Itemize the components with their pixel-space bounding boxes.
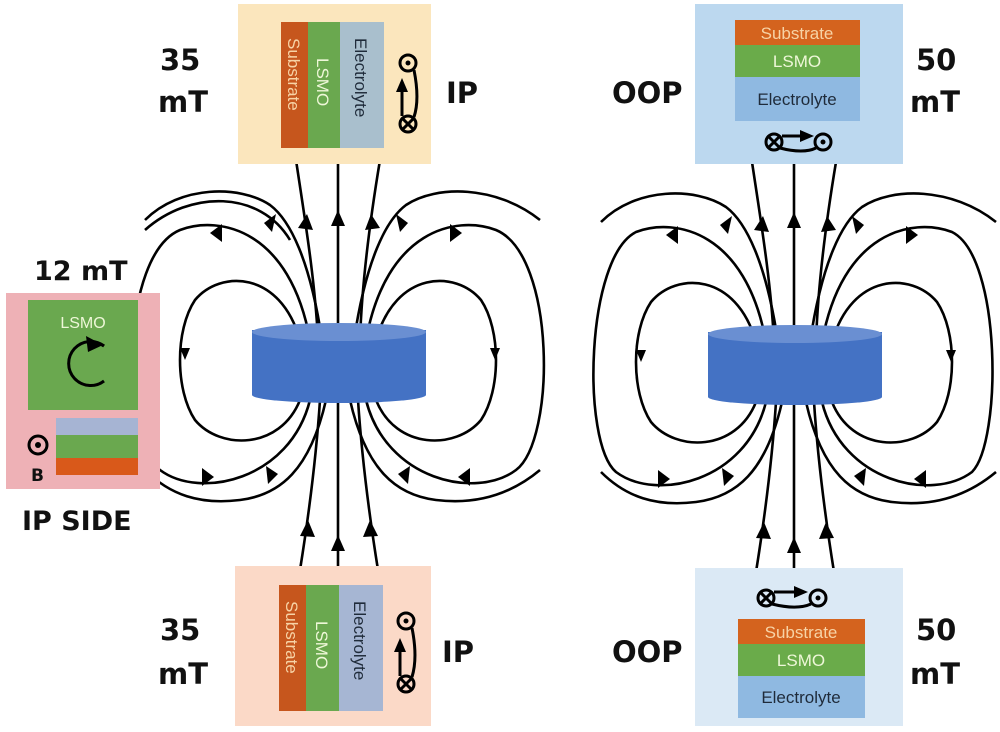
right-bottom-field-value: 50 xyxy=(916,613,956,647)
left-top-field-unit: mT xyxy=(158,85,208,119)
substrate-layer xyxy=(281,22,308,148)
substrate-label: Substrate xyxy=(282,601,301,674)
side-field-label: 12 mT xyxy=(34,256,128,287)
substrate-label: Substrate xyxy=(761,24,834,43)
field-symbol-label: B xyxy=(31,466,44,486)
left-top-orientation-label: IP xyxy=(446,76,478,110)
left-magnet xyxy=(252,323,426,403)
substrate-stripe xyxy=(56,458,138,475)
electrolyte-layer xyxy=(340,22,384,148)
lsmo-layer xyxy=(738,644,865,676)
left-bottom-field-value: 35 xyxy=(160,613,200,647)
substrate-label: Substrate xyxy=(284,38,303,111)
left-bottom-orientation-label: IP xyxy=(442,635,474,669)
left-top-sample: Substrate LSMO Electrolyte xyxy=(238,4,431,164)
lsmo-layer xyxy=(306,585,339,711)
substrate-layer xyxy=(279,585,306,711)
lsmo-top-view xyxy=(28,300,138,410)
lsmo-label: LSMO xyxy=(777,651,825,670)
substrate-layer xyxy=(738,619,865,644)
electrolyte-stripe xyxy=(56,418,138,435)
electrolyte-layer xyxy=(339,585,383,711)
lsmo-layer xyxy=(308,22,340,148)
right-bottom-sample: Substrate LSMO Electrolyte xyxy=(695,568,903,726)
right-top-field-unit: mT xyxy=(910,85,960,119)
lsmo-label: LSMO xyxy=(60,315,105,332)
ip-side-sample: LSMO B xyxy=(6,293,160,489)
in-plane-magnetization-icon xyxy=(396,53,419,134)
out-of-plane-magnetization-icon xyxy=(764,130,833,153)
right-field-lines xyxy=(592,161,997,573)
substrate-layer xyxy=(735,20,860,45)
electrolyte-layer xyxy=(738,676,865,718)
field-out-of-page-icon xyxy=(27,434,49,456)
left-field-lines xyxy=(130,159,546,571)
lsmo-stripe xyxy=(56,435,138,458)
left-bottom-field-unit: mT xyxy=(158,657,208,691)
out-of-plane-magnetization-icon xyxy=(756,586,828,609)
lsmo-label: LSMO xyxy=(312,621,331,669)
lsmo-layer xyxy=(735,45,860,77)
lsmo-label: LSMO xyxy=(773,52,821,71)
electrolyte-layer xyxy=(735,77,860,121)
electrolyte-label: Electrolyte xyxy=(757,90,836,109)
substrate-label: Substrate xyxy=(765,623,838,642)
left-top-field-value: 35 xyxy=(160,43,200,77)
electrolyte-label: Electrolyte xyxy=(761,688,840,707)
right-top-orientation-label: OOP xyxy=(612,76,683,110)
electrolyte-label: Electrolyte xyxy=(351,38,370,117)
right-magnet xyxy=(708,325,882,405)
lsmo-label: LSMO xyxy=(313,58,332,106)
right-bottom-field-unit: mT xyxy=(910,657,960,691)
right-bottom-orientation-label: OOP xyxy=(612,635,683,669)
ip-side-caption: IP SIDE xyxy=(22,506,132,537)
right-top-field-value: 50 xyxy=(916,43,956,77)
electrolyte-label: Electrolyte xyxy=(350,601,369,680)
rotation-arrow-icon xyxy=(67,336,105,387)
in-plane-magnetization-icon xyxy=(394,611,417,694)
right-top-sample: Substrate LSMO Electrolyte xyxy=(695,4,903,164)
left-bottom-sample: Substrate LSMO Electrolyte xyxy=(235,566,431,726)
